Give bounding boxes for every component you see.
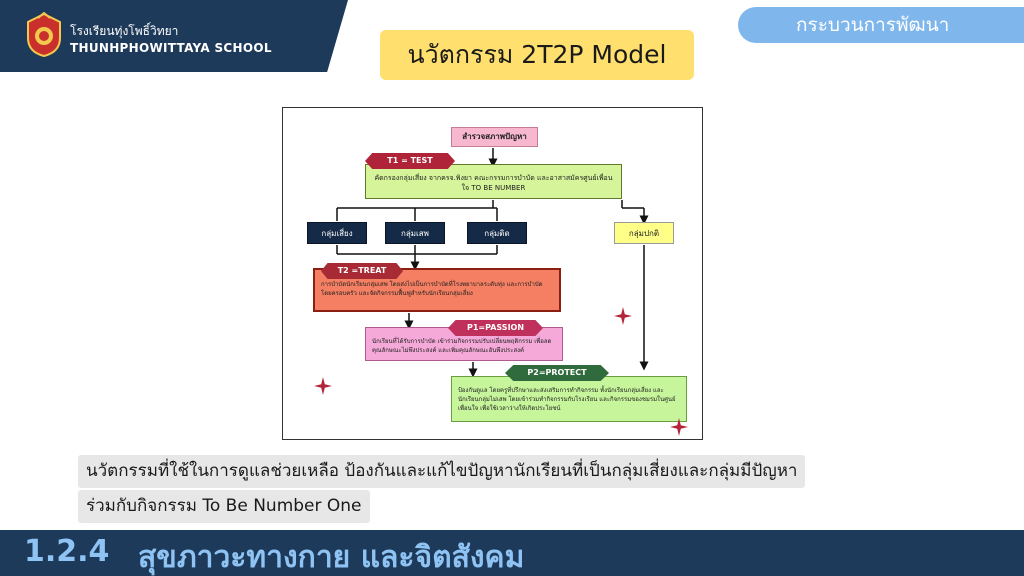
diagram-connectors xyxy=(336,148,649,378)
school-logo-icon xyxy=(27,12,61,58)
t2-treat-tag: T2 =TREAT xyxy=(321,263,403,279)
sparkle-icon xyxy=(670,418,688,436)
process-label: กระบวนการพัฒนา xyxy=(738,7,1024,43)
group-risk: กลุ่มเสี่ยง xyxy=(307,222,367,244)
school-name-thai: โรงเรียนทุ่งโพธิ์วิทยา xyxy=(70,24,179,38)
survey-problem-box: สำรวจสภาพปัญหา xyxy=(451,127,538,147)
section-title: สุขภาวะทางกาย และจิตสังคม xyxy=(138,540,525,575)
footer-bar xyxy=(0,530,1024,576)
school-name-english: THUNHPHOWITTAYA SCHOOL xyxy=(70,41,272,55)
caption: นวัตกรรมที่ใช้ในการดูแลช่วยเหลือ ป้องกัน… xyxy=(78,455,918,523)
protect-box: ป้องกันดูแล โดยครูที่ปรึกษาและส่งเสริมกา… xyxy=(451,376,687,422)
group-normal: กลุ่มปกติ xyxy=(614,222,674,244)
p2-protect-tag: P2=PROTECT xyxy=(505,365,609,381)
t1-test-tag: T1 = TEST xyxy=(365,153,455,169)
p1-passion-tag: P1=PASSION xyxy=(448,320,543,336)
page-title: นวัตกรรม 2T2P Model xyxy=(380,30,694,80)
sparkle-icon xyxy=(614,307,632,325)
caption-line-2: ร่วมกับกิจกรรม To Be Number One xyxy=(78,490,370,523)
group-addicted: กลุ่มติด xyxy=(467,222,527,244)
caption-line-1: นวัตกรรมที่ใช้ในการดูแลช่วยเหลือ ป้องกัน… xyxy=(78,455,806,488)
model-diagram: สำรวจสภาพปัญหา คัดกรองกลุ่มเสี่ยง จากครจ… xyxy=(282,107,703,440)
section-number: 1.2.4 xyxy=(24,534,110,569)
sparkle-icon xyxy=(314,377,332,395)
screening-box: คัดกรองกลุ่มเสี่ยง จากครจ.พิงยา คณะกรรมก… xyxy=(365,164,622,199)
group-drug-use: กลุ่มเสพ xyxy=(385,222,445,244)
treat-box: การบำบัดนักเรียนกลุ่มเสพ โดยส่งไปเป็นการ… xyxy=(313,268,561,312)
